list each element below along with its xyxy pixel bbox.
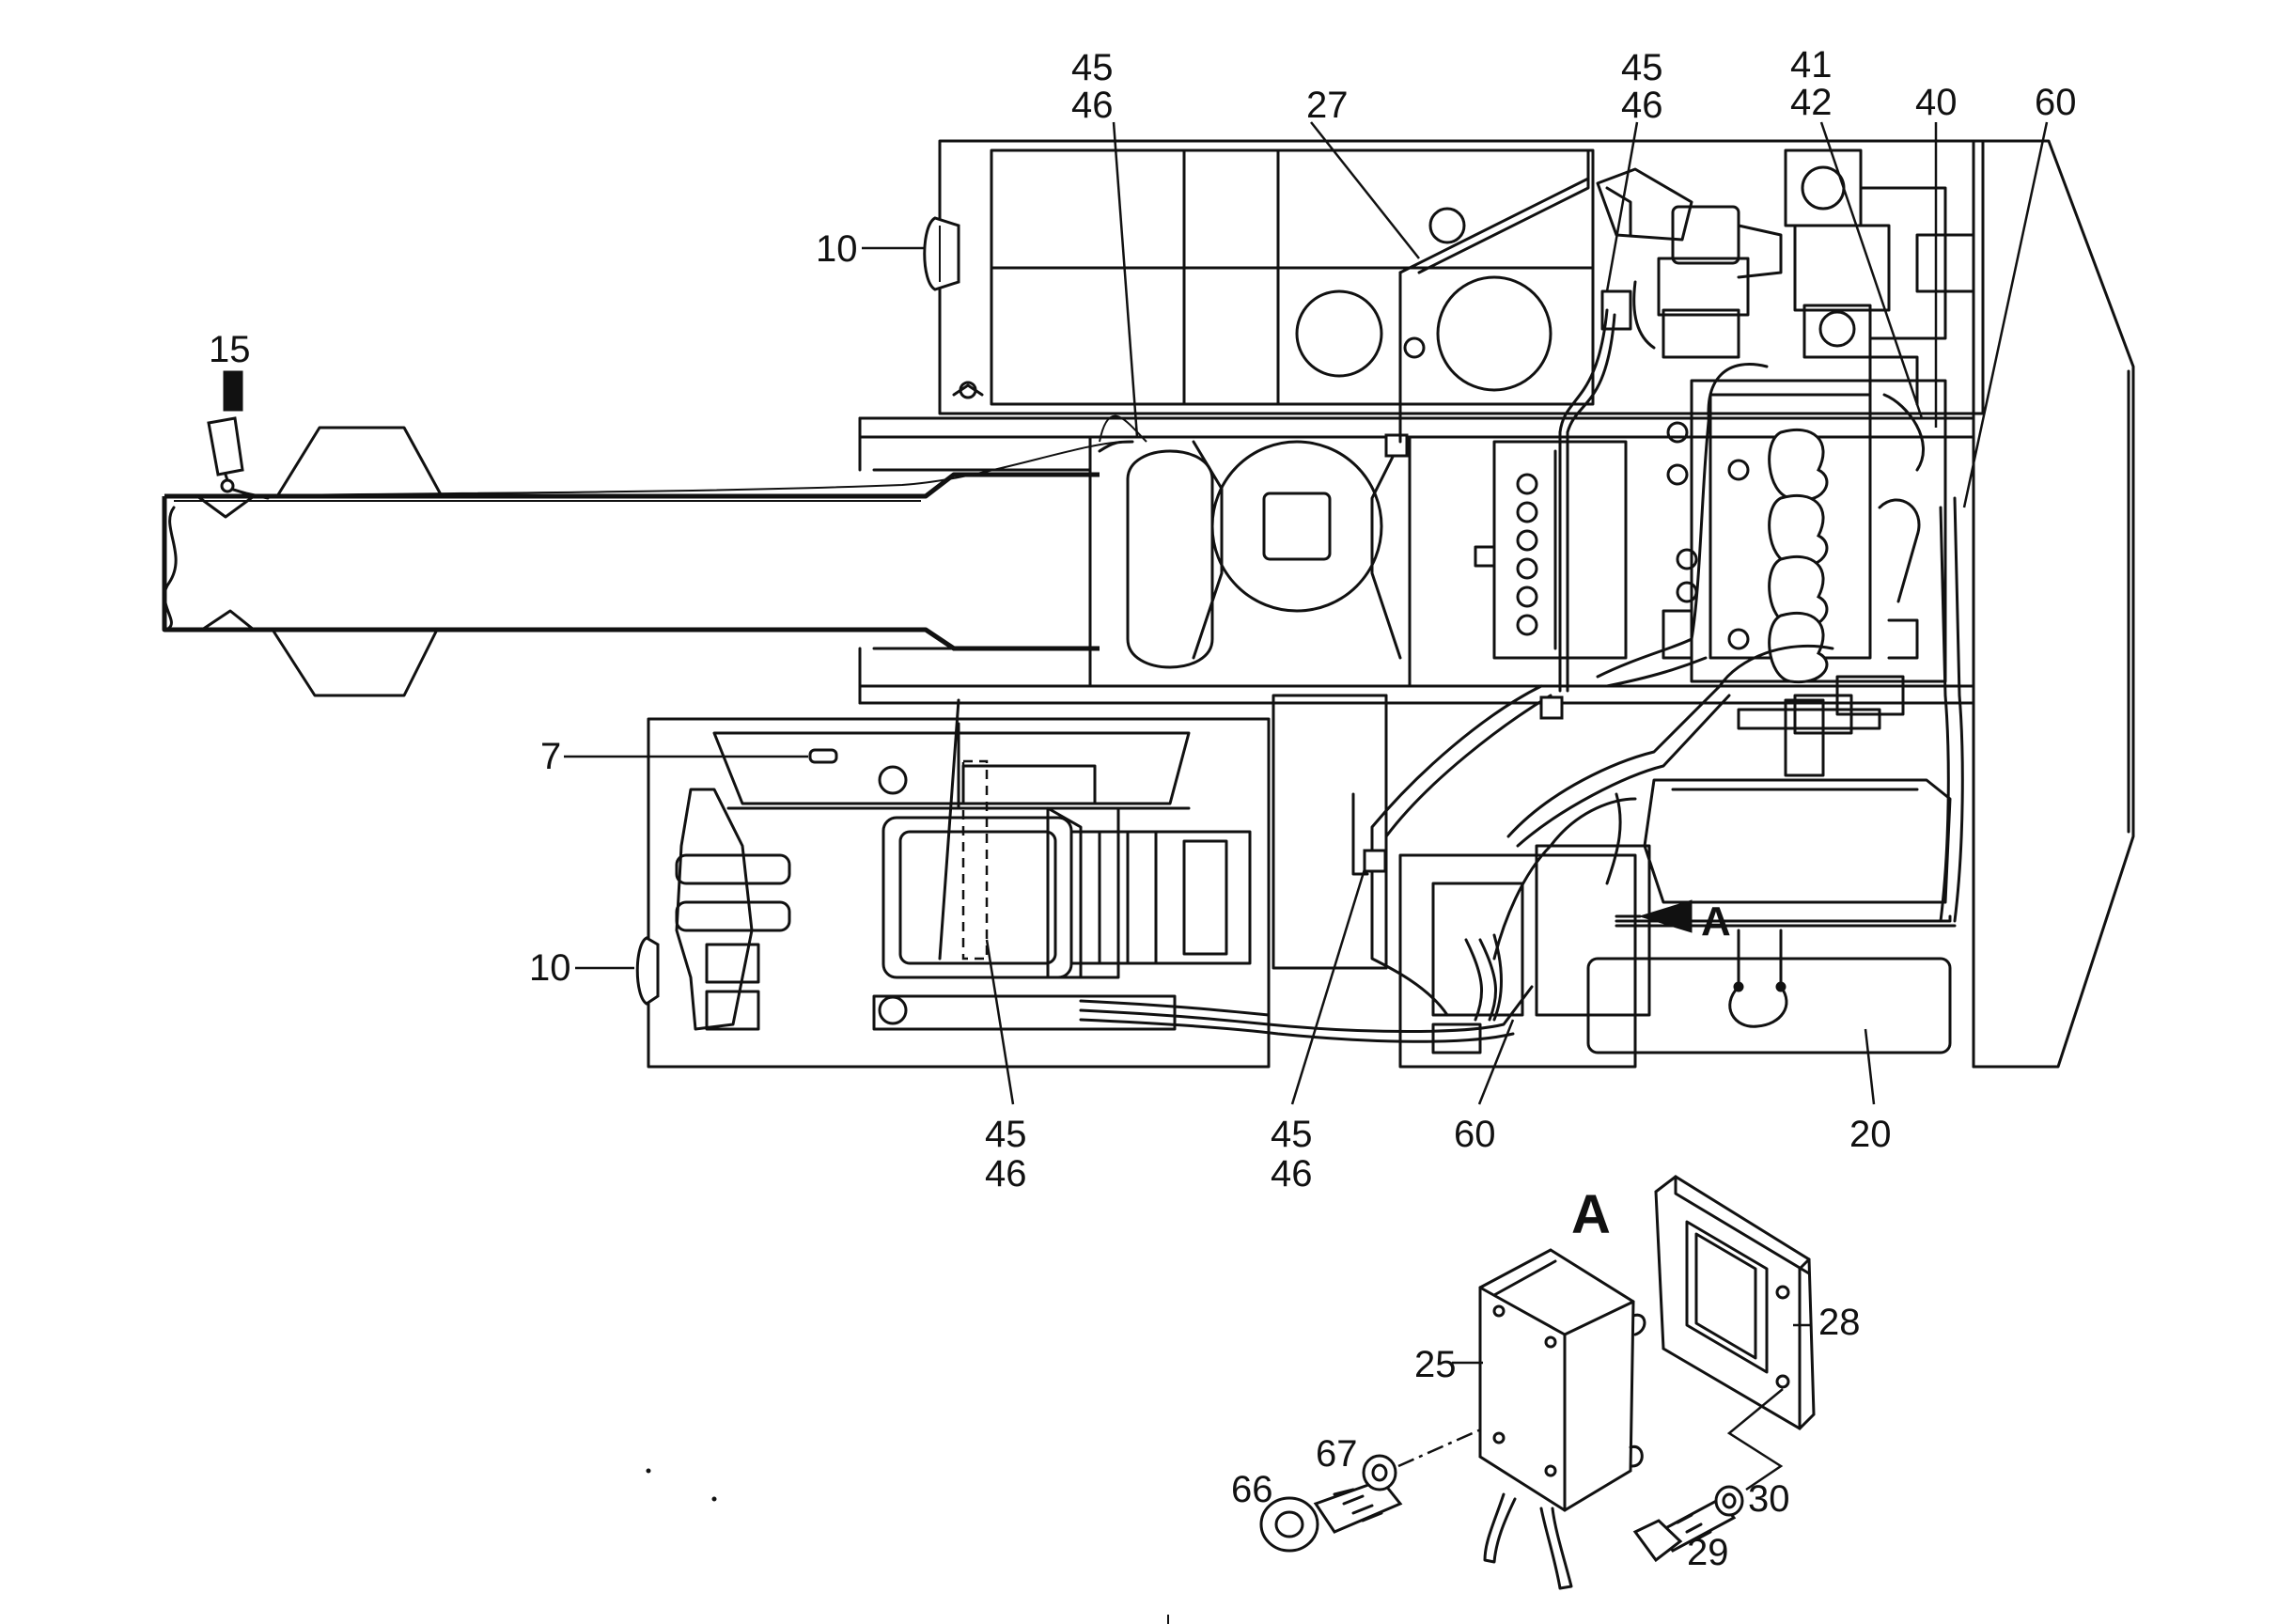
plug-10-top: [923, 216, 960, 291]
callout-30: 30: [1748, 1478, 1790, 1520]
callout-29: 29: [1687, 1532, 1729, 1573]
screw-29: [1632, 1497, 1737, 1563]
callout-46-top: 46: [1071, 85, 1114, 126]
callout-27: 27: [1306, 85, 1349, 126]
lower-left-housing: [647, 698, 1271, 1069]
callout-20: 20: [1849, 1114, 1892, 1155]
callout-60-top: 60: [2035, 82, 2077, 123]
callout-10-bottom: 10: [529, 947, 571, 989]
callout-46-bottom-left: 46: [985, 1153, 1027, 1195]
callout-46-top-right: 46: [1621, 85, 1663, 126]
callout-labels: 10 15 7 10 45 46 27 45 46 41 42 40 60 45…: [209, 44, 2077, 1573]
callout-25: 25: [1414, 1344, 1457, 1385]
view-a-marker: A: [1701, 898, 1731, 945]
callout-67: 67: [1316, 1433, 1358, 1475]
washer-30: [1714, 1485, 1744, 1517]
upper-housing: [938, 139, 1985, 434]
turret: [858, 416, 1975, 705]
control-valve: [1474, 440, 1628, 660]
callout-28: 28: [1818, 1302, 1861, 1343]
frame-rail: [162, 426, 1100, 697]
counterweight: [1972, 139, 2135, 1069]
callout-46-bottom-mid: 46: [1271, 1153, 1313, 1195]
connector-7: [808, 748, 838, 764]
washer-67: [1362, 1454, 1397, 1491]
callout-60-bottom: 60: [1454, 1114, 1496, 1155]
callout-40: 40: [1915, 82, 1958, 123]
callout-45-bottom-mid: 45: [1271, 1114, 1313, 1155]
module-25: [1478, 1248, 1646, 1590]
lower-middle: [1272, 694, 1952, 1069]
engine: [1662, 355, 1947, 735]
callout-45-top-right: 45: [1621, 47, 1663, 88]
harness-routing: [243, 308, 1964, 1054]
callout-66: 66: [1231, 1469, 1273, 1510]
callout-10-top: 10: [816, 228, 858, 270]
callout-41: 41: [1790, 44, 1833, 86]
antenna-15: [207, 370, 270, 500]
detail-a: A: [1259, 1175, 1816, 1590]
view-a-arrow: A: [1615, 898, 1731, 945]
callout-42: 42: [1790, 82, 1833, 123]
callout-15: 15: [209, 329, 251, 370]
plug-10-bottom: [635, 936, 660, 1006]
intake-assembly: [1596, 148, 1975, 359]
leader-lines: [564, 121, 2049, 1365]
callout-45-top: 45: [1071, 47, 1114, 88]
callout-45-bottom-left: 45: [985, 1114, 1027, 1155]
screw-66: [1259, 1478, 1403, 1553]
plate-28: [1654, 1175, 1816, 1430]
detail-title: A: [1571, 1184, 1611, 1245]
callout-7: 7: [540, 736, 561, 777]
